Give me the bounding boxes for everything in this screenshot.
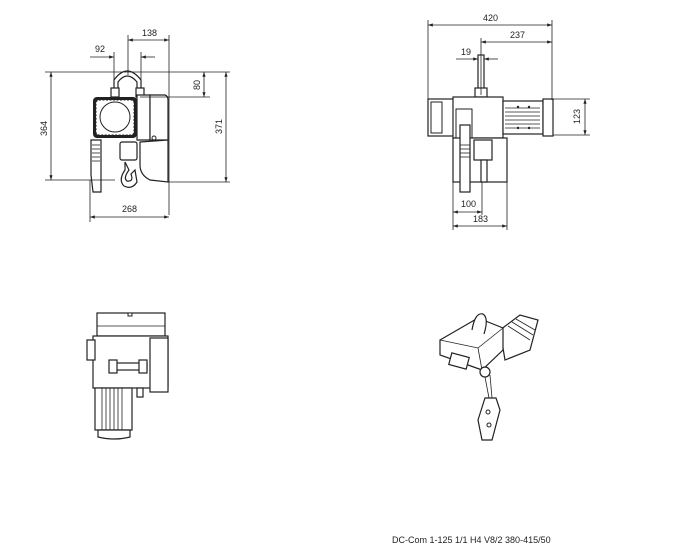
dim-183: 183 [473, 214, 488, 224]
model-caption: DC-Com 1-125 1/1 H4 V8/2 380-415/50 [392, 535, 551, 545]
side-view-dimensions [45, 35, 230, 222]
dim-80: 80 [192, 80, 202, 90]
top-view [86, 312, 169, 440]
isometric-view [439, 313, 539, 441]
side-view-body [90, 70, 169, 193]
dim-100: 100 [461, 199, 476, 209]
dim-371: 371 [214, 119, 224, 134]
dim-420: 420 [483, 13, 498, 23]
dim-92: 92 [95, 44, 105, 54]
front-view: 420 237 19 123 100 183 [427, 13, 590, 230]
dim-237: 237 [510, 30, 525, 40]
front-view-body [427, 54, 554, 193]
dim-364: 364 [39, 121, 49, 136]
dim-123: 123 [572, 109, 582, 124]
dim-138: 138 [142, 28, 157, 38]
dim-268: 268 [122, 204, 137, 214]
front-view-dimensions [427, 20, 590, 230]
side-view: 138 92 364 80 371 268 [39, 28, 230, 222]
dim-19: 19 [461, 47, 471, 57]
